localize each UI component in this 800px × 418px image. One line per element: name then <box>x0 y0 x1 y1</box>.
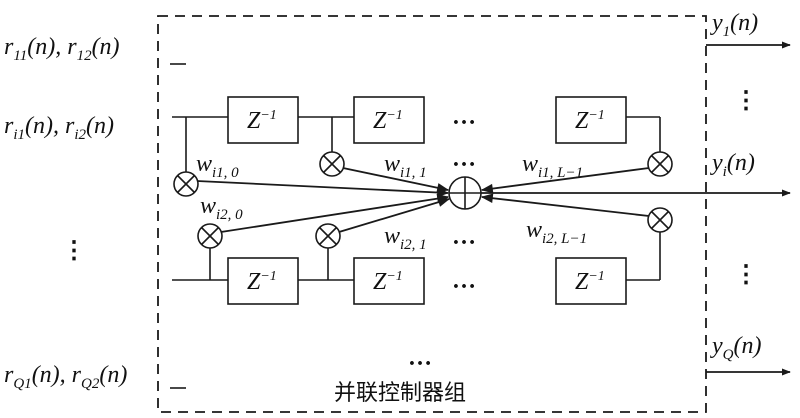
multiplier-upper-last-icon <box>647 151 673 177</box>
output-vdots-lower: ⋮ <box>734 262 758 288</box>
weight-label-i1-1: wi1, 1 <box>384 151 427 181</box>
arrow-w-i1-0 <box>196 180 450 198</box>
junction-upper-ellipsis: … <box>452 146 476 172</box>
delay-block-lower-last <box>555 257 627 305</box>
lower-line-ellipsis: … <box>452 268 476 294</box>
output-label-y1: y1(n) <box>710 10 758 40</box>
multiplier-upper-1-icon <box>319 151 345 177</box>
delay-block-lower-2 <box>353 257 425 305</box>
weight-label-i2-0: wi2, 0 <box>200 193 243 223</box>
junction-lower-ellipsis: … <box>452 224 476 250</box>
multiplier-lower-1-icon <box>315 223 341 249</box>
weight-label-i1-0: wi1, 0 <box>196 151 239 181</box>
output-label-yQ: yQ(n) <box>710 333 761 363</box>
weight-label-i1-L: wi1, L−1 <box>522 151 583 181</box>
delay-block-upper-2-label: Z−1 <box>373 108 403 134</box>
delay-block-upper-last-label: Z−1 <box>575 108 605 134</box>
output-label-yi: yi(n) <box>710 150 755 180</box>
delay-block-upper-2 <box>353 96 425 144</box>
arrow-w-i1-L <box>480 167 650 194</box>
arrow-w-i2-L <box>480 193 650 217</box>
multiplier-lower-last-icon <box>647 207 673 233</box>
weight-label-i2-1: wi2, 1 <box>384 223 427 253</box>
controller-group-boundary <box>157 15 707 413</box>
input-vdots: ⋮ <box>62 238 86 264</box>
delay-block-upper-1-label: Z−1 <box>247 108 277 134</box>
arrow-w-i2-1 <box>338 197 451 233</box>
delay-block-upper-1 <box>227 96 299 144</box>
delay-block-lower-last-label: Z−1 <box>575 269 605 295</box>
input-label-row-i: ri1(n), ri2(n) <box>4 113 114 143</box>
multiplier-upper-0-icon <box>173 171 199 197</box>
output-vdots-upper: ⋮ <box>734 88 758 114</box>
summing-junction-icon <box>448 176 482 210</box>
input-label-row-Q: rQ1(n), rQ2(n) <box>4 362 127 392</box>
delay-block-upper-last <box>555 96 627 144</box>
weight-label-i2-L: wi2, L−1 <box>526 217 587 247</box>
multiplier-lower-0-icon <box>197 223 223 249</box>
delay-block-lower-2-label: Z−1 <box>373 269 403 295</box>
delay-block-lower-1-label: Z−1 <box>247 269 277 295</box>
input-label-row-1: r11(n), r12(n) <box>4 34 120 64</box>
arrow-w-i1-1 <box>342 167 450 193</box>
group-bottom-ellipsis: … <box>408 345 432 371</box>
upper-line-ellipsis: … <box>452 104 476 130</box>
arrow-w-i2-0 <box>220 193 450 233</box>
group-caption: 并联控制器组 <box>334 381 466 406</box>
delay-block-lower-1 <box>227 257 299 305</box>
